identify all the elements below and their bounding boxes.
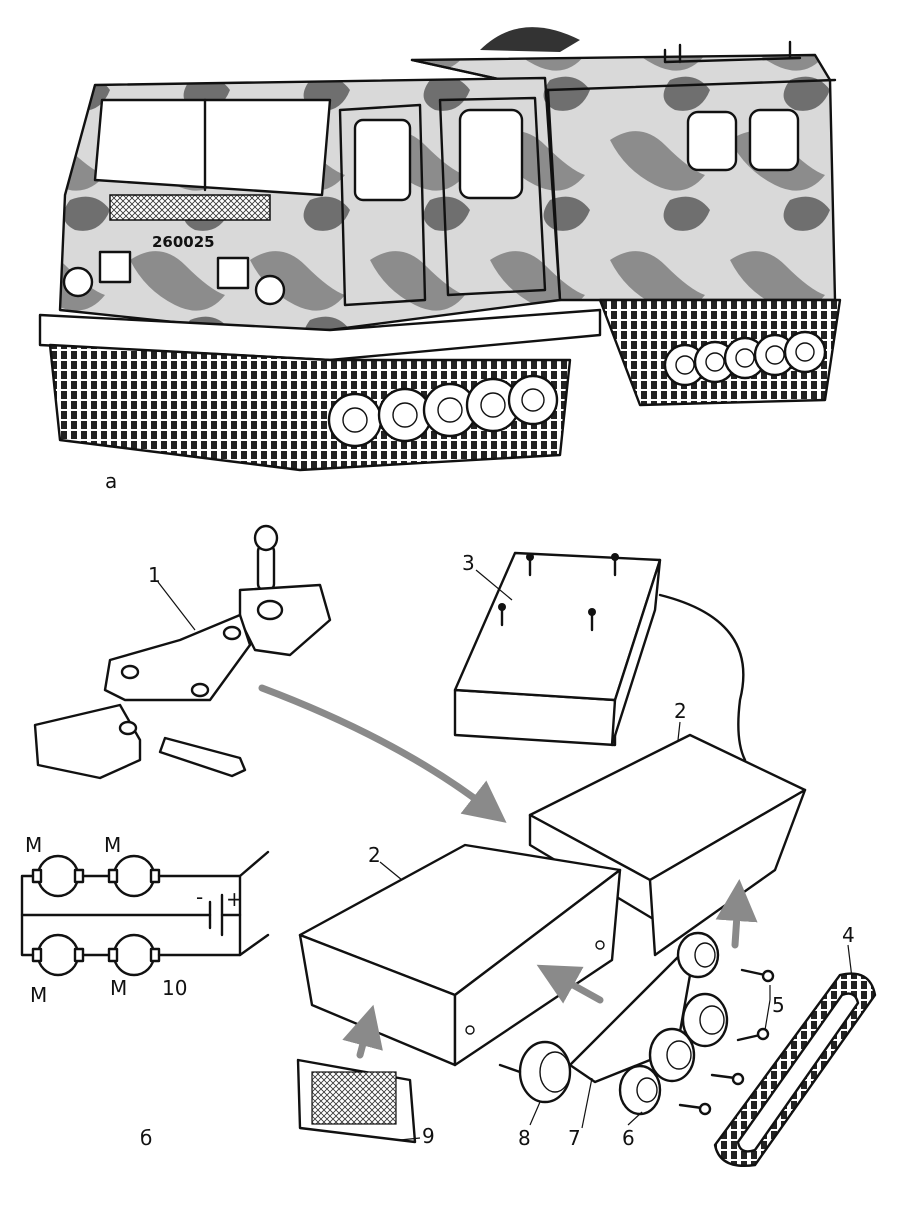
motor-label-2: M: [104, 833, 121, 857]
road-wheels: [618, 931, 729, 1116]
body-block-main: [298, 843, 622, 1067]
coupling-hinge-part: [33, 524, 332, 780]
part-label-4: 4: [842, 923, 855, 947]
motor-label-3: M: [30, 983, 47, 1007]
drive-wheel: [498, 1040, 572, 1104]
motor-label-1: M: [25, 833, 42, 857]
wiring-circuit: [20, 850, 270, 977]
rear-road-wheels: [663, 330, 827, 387]
panel-a-label: а: [105, 469, 117, 493]
part-label-9: 9: [422, 1124, 435, 1148]
tracked-vehicle-illustration: 260025: [38, 27, 842, 472]
part-label-8: 8: [518, 1126, 531, 1150]
part-label-5: 5: [772, 993, 785, 1017]
part-label-3: 3: [462, 551, 475, 575]
front-road-wheels: [327, 374, 559, 448]
part-label-10: 10: [162, 976, 187, 1000]
part-label-6: 6: [622, 1126, 635, 1150]
part-label-7: 7: [568, 1126, 581, 1150]
motor-4: [112, 933, 156, 977]
motor-label-4: M: [110, 976, 127, 1000]
axle-screws: [678, 968, 775, 1116]
track-belt: [713, 972, 877, 1167]
front-grille-plate: [296, 1058, 417, 1144]
panel-b-label: б: [140, 1126, 152, 1150]
battery-minus-label: -: [196, 885, 203, 909]
body-block-rear: [528, 733, 807, 957]
part-label-1: 1: [148, 563, 161, 587]
motor-2: [112, 854, 156, 898]
part-label-2-main: 2: [368, 843, 381, 867]
rear-unit: [410, 27, 842, 407]
motor-1: [36, 854, 80, 898]
control-levers: [498, 553, 619, 632]
part-label-2-top: 2: [674, 699, 687, 723]
remote-control-box: [453, 551, 747, 762]
front-unit: 260025: [38, 76, 602, 472]
battery-plus-label: +: [226, 887, 243, 911]
vehicle-number-plate: 260025: [152, 233, 215, 251]
motor-3: [36, 933, 80, 977]
